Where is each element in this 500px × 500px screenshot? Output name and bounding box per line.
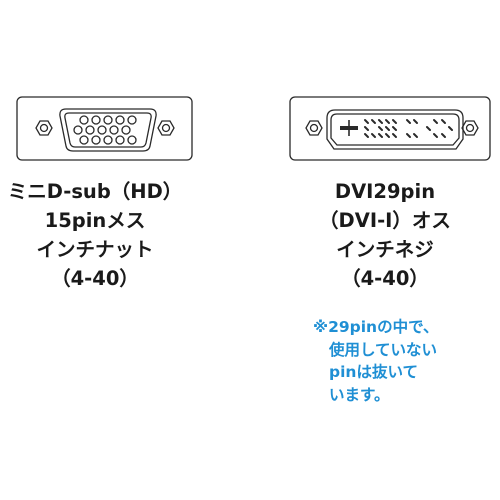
mini-dsub-label-line: ミニD-sub（HD）	[7, 180, 183, 203]
note-line: 使用していない	[329, 340, 438, 359]
pin-hole	[115, 135, 125, 145]
mini-dsub-label-line: （4-40）	[51, 267, 139, 290]
pin-hole	[103, 115, 113, 125]
dsub-left-inch-nut	[35, 120, 53, 136]
dvi-label: DVI29pin （DVI-I）オス インチネジ （4-40）	[285, 177, 485, 293]
dsub-shell	[59, 108, 157, 152]
dvi-label-line: インチネジ	[336, 238, 434, 261]
pin-hole	[103, 135, 113, 145]
dsub-right-inch-nut	[157, 120, 175, 136]
pin-hole	[127, 135, 137, 145]
note-line: います。	[329, 385, 390, 404]
dvi-connector	[289, 96, 491, 161]
unused-pin-note: ※29pinの中で、 使用していない pinは抜いて います。	[313, 316, 493, 406]
pin-hole	[79, 135, 89, 145]
dsub-pin-holes	[73, 115, 137, 145]
mini-dsub-label-line: 15pinメス	[44, 209, 146, 232]
pin-hole	[121, 125, 131, 135]
dsub-inner-shell	[64, 112, 152, 148]
dvi-label-line: DVI29pin	[334, 180, 436, 203]
mini-dsub-label: ミニD-sub（HD） 15pinメス インチナット （4-40）	[0, 177, 190, 293]
pin-hole	[91, 135, 101, 145]
pin-hole	[127, 115, 137, 125]
dvi-right-inch-screw	[461, 120, 479, 136]
pin-hole	[109, 125, 119, 135]
pin-hole	[115, 115, 125, 125]
note-line: pinは抜いて	[329, 363, 418, 381]
dvi-shell	[326, 109, 464, 150]
dvi-label-line: （DVI-I）オス	[319, 209, 451, 232]
dvi-label-line: （4-40）	[341, 267, 429, 290]
dvi-inner-shell	[330, 113, 460, 146]
dvi-flange	[289, 96, 491, 161]
pin-hole	[73, 125, 83, 135]
pin-hole	[97, 125, 107, 135]
dsub-flange	[16, 96, 193, 161]
mini-dsub-connector	[16, 96, 193, 161]
dvi-left-inch-screw	[305, 120, 323, 136]
note-line: ※29pinの中で、	[313, 318, 439, 336]
mini-dsub-label-line: インチナット	[36, 238, 154, 261]
pin-hole	[91, 115, 101, 125]
pin-hole	[85, 125, 95, 135]
dvi-pin-slots	[340, 119, 453, 138]
pin-hole	[79, 115, 89, 125]
